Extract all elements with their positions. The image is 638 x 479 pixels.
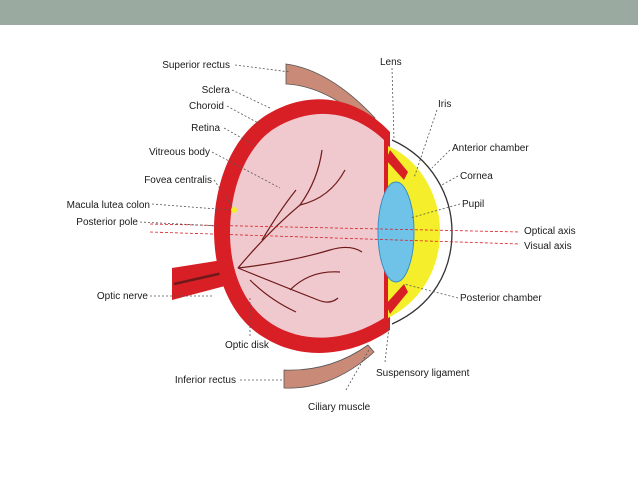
label-lens: Lens [380,57,402,68]
vitreous-body-shape [230,113,384,338]
label-optic-disk: Optic disk [225,340,270,351]
retinal-vessels [237,149,363,313]
label-pupil: Pupil [462,199,484,210]
label-inferior-rectus: Inferior rectus [175,375,236,386]
leader-lines [139,64,461,391]
optical-axis-line [149,223,521,233]
label-optic-nerve: Optic nerve [97,291,149,302]
label-retina: Retina [191,123,220,134]
label-visual-axis: Visual axis [524,241,572,252]
label-anterior-chamber: Anterior chamber [452,143,529,154]
label-cornea: Cornea [460,171,493,182]
label-sclera: Sclera [202,85,231,96]
inferior-rectus-muscle [283,344,375,389]
title-banner [0,0,638,25]
label-vitreous-body: Vitreous body [149,147,210,158]
iris-upper [386,150,408,180]
label-suspensory-ligament: Suspensory ligament [376,368,470,379]
label-posterior-pole: Posterior pole [76,217,138,228]
label-posterior-chamber: Posterior chamber [460,293,542,304]
label-ciliary-muscle: Ciliary muscle [308,402,371,413]
label-optical-axis: Optical axis [524,226,576,237]
cornea-outline [391,139,453,325]
lens-shape [377,181,415,283]
iris-lower [386,284,408,314]
label-choroid: Choroid [189,101,224,112]
fovea-marker [231,207,237,213]
label-iris: Iris [438,99,451,110]
label-superior-rectus: Superior rectus [162,60,230,71]
label-fovea-centralis: Fovea centralis [144,175,212,186]
visual-axis-line [149,231,521,245]
label-macula-lutea: Macula lutea colon [67,200,150,211]
